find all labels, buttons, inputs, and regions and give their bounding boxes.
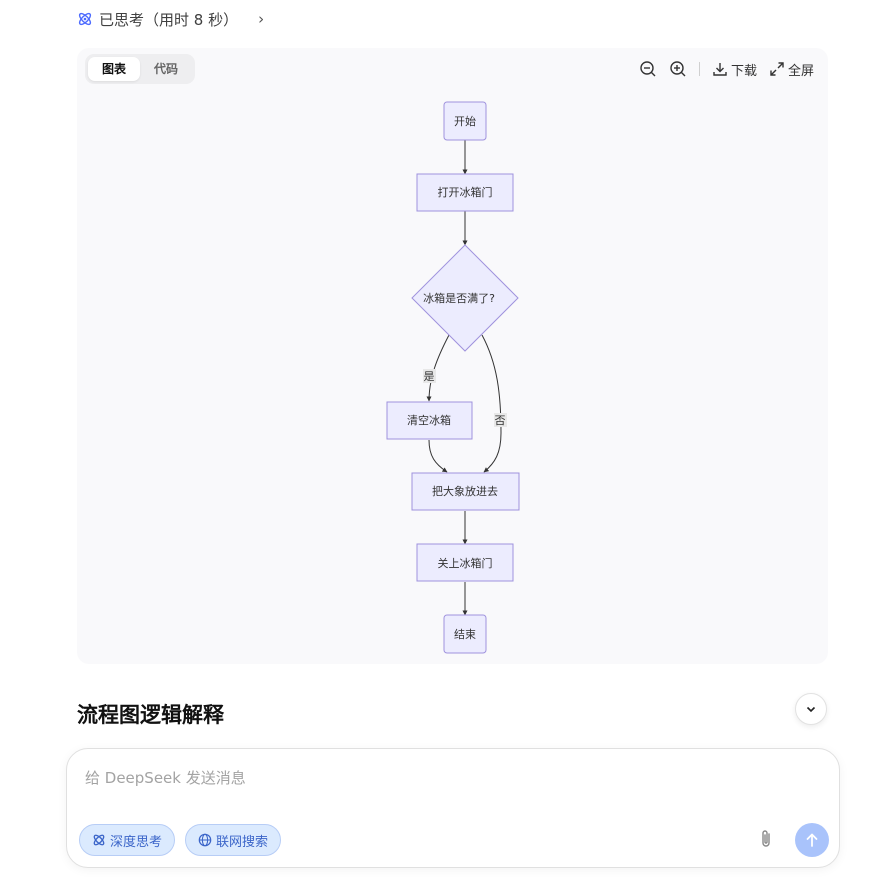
node-clear xyxy=(386,401,473,440)
view-tabs: 图表 代码 xyxy=(85,54,195,84)
diagram-panel: 图表 代码 下载 xyxy=(77,48,828,664)
toolbar-divider xyxy=(698,62,700,76)
chevron-down-icon xyxy=(806,706,816,713)
node-start xyxy=(443,101,487,141)
deep-think-label: 深度思考 xyxy=(110,834,163,850)
node-close-label: 关上冰箱门 xyxy=(438,556,493,570)
atom-icon xyxy=(78,12,92,26)
attach-button[interactable] xyxy=(757,829,775,853)
node-open-label: 打开冰箱门 xyxy=(438,185,493,199)
edge-yes-label: 是 xyxy=(424,370,435,383)
atom-icon xyxy=(93,834,105,846)
tab-code[interactable]: 代码 xyxy=(153,62,178,76)
thinking-label: 已思考（用时 8 秒） xyxy=(99,10,239,29)
node-start-label: 开始 xyxy=(454,114,476,128)
edge-no-label-bg xyxy=(494,413,507,427)
deep-think-toggle[interactable]: 深度思考 xyxy=(79,824,176,856)
diagram-toolbar: 下载 全屏 xyxy=(639,57,814,81)
fullscreen-button[interactable]: 全屏 xyxy=(769,60,814,79)
download-label: 下载 xyxy=(730,63,757,79)
node-end-label: 结束 xyxy=(454,628,476,641)
edge-decision-put xyxy=(481,334,502,473)
send-button[interactable] xyxy=(795,823,829,857)
tab-chart[interactable]: 图表 xyxy=(88,57,140,81)
node-open xyxy=(416,173,514,212)
chevron-right-icon: › xyxy=(258,10,265,28)
edge-yes-label-bg xyxy=(423,369,436,383)
scroll-down-button[interactable] xyxy=(795,693,827,725)
globe-icon xyxy=(198,833,212,847)
zoom-out-button[interactable] xyxy=(639,60,657,78)
edge-decision-clear xyxy=(426,334,450,402)
web-search-toggle[interactable]: 联网搜索 xyxy=(185,824,282,856)
message-composer: 深度思考 联网搜索 xyxy=(66,748,840,868)
web-search-label: 联网搜索 xyxy=(216,834,269,850)
download-icon xyxy=(713,63,727,76)
zoom-in-icon xyxy=(670,61,686,77)
download-button[interactable]: 下载 xyxy=(712,60,757,79)
node-close xyxy=(416,543,514,582)
message-input[interactable] xyxy=(83,765,807,809)
node-end xyxy=(443,614,487,654)
arrow-up-icon xyxy=(806,833,818,847)
node-decision xyxy=(411,244,519,352)
edge-clear-put xyxy=(428,439,448,473)
zoom-out-icon xyxy=(640,61,656,77)
thinking-toggle[interactable]: 已思考（用时 8 秒） › xyxy=(77,8,264,30)
fullscreen-label: 全屏 xyxy=(787,63,814,79)
fullscreen-icon xyxy=(770,62,784,76)
node-decision-label: 冰箱是否满了? xyxy=(423,291,495,305)
flowchart: 开始 打开冰箱门 冰箱是否满了? 清空冰箱 把大象放进去 关上冰箱门 结束 是 … xyxy=(386,101,520,654)
section-heading: 流程图逻辑解释 xyxy=(77,703,224,727)
zoom-in-button[interactable] xyxy=(669,60,687,78)
node-put xyxy=(411,472,520,511)
paperclip-icon xyxy=(762,830,770,847)
node-put-label: 把大象放进去 xyxy=(432,484,498,498)
edge-no-label: 否 xyxy=(495,414,506,427)
node-clear-label: 清空冰箱 xyxy=(407,413,451,427)
